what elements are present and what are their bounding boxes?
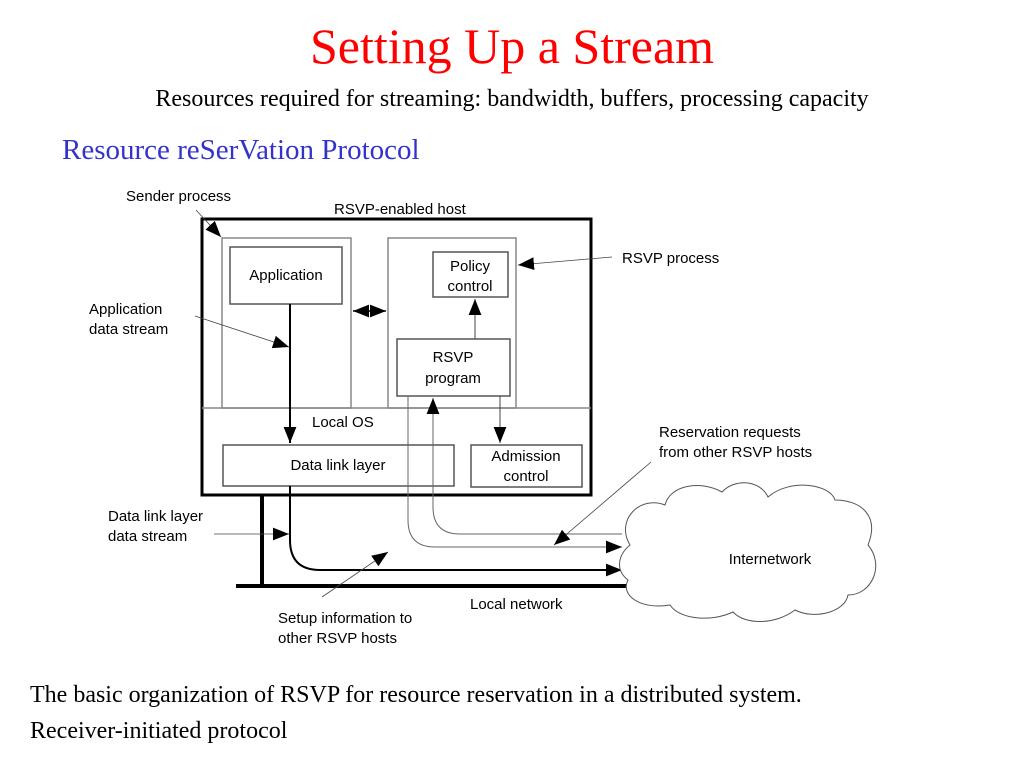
data-link-layer-label: Data link layer [290, 457, 385, 474]
admission-control-box [470, 444, 583, 488]
policy-control-label-2: control [447, 278, 492, 295]
setup-info-path [407, 396, 622, 554]
slide-subtitle: Resources required for streaming: bandwi… [155, 86, 869, 112]
caption-line-1: The basic organization of RSVP for resou… [30, 682, 802, 708]
data-link-layer-box [222, 444, 455, 487]
application-box [229, 246, 343, 305]
dll-data-stream-label-1: Data link layer [108, 508, 203, 525]
app-data-stream-label-1: Application [89, 301, 162, 318]
sender-process-pointer [195, 209, 222, 238]
app-data-stream-label-2: data stream [89, 321, 168, 338]
rsvp-enabled-host-box [200, 217, 593, 497]
admission-control-label-1: Admission [491, 448, 560, 465]
admission-control-label-2: control [503, 468, 548, 485]
slide-title: Setting Up a Stream [309, 18, 715, 74]
host-label: RSVP-enabled host [334, 201, 467, 218]
setup-info-label-1: Setup information to [278, 610, 412, 627]
app-data-stream-pointer [194, 315, 290, 349]
data-link-stream-path [289, 486, 622, 577]
local-os-label: Local OS [312, 414, 374, 431]
internetwork-label: Internetwork [729, 551, 812, 568]
setup-info-pointer [321, 551, 389, 598]
setup-info-label-2: other RSVP hosts [278, 630, 397, 647]
reservation-request-path [426, 398, 622, 535]
local-network-label: Local network [470, 596, 563, 613]
reservation-requests-label-2: from other RSVP hosts [659, 444, 812, 461]
section-heading: Resource reSerVation Protocol [62, 134, 420, 166]
reservation-requests-pointer [553, 461, 652, 546]
rsvp-process-label: RSVP process [622, 250, 719, 267]
sender-process-label: Sender process [126, 188, 231, 205]
reservation-requests-label-1: Reservation requests [659, 424, 801, 441]
rsvp-program-label-2: program [425, 370, 481, 387]
rsvp-process-pointer [517, 256, 613, 271]
policy-control-label-1: Policy [450, 258, 491, 275]
rsvp-program-label-1: RSVP [433, 349, 474, 366]
rsvp-program-box [396, 338, 511, 397]
caption-line-2: Receiver-initiated protocol [30, 718, 288, 744]
policy-control-box [432, 251, 509, 298]
dll-data-stream-label-2: data stream [108, 528, 187, 545]
application-label: Application [249, 267, 322, 284]
internetwork-cloud [619, 482, 877, 622]
